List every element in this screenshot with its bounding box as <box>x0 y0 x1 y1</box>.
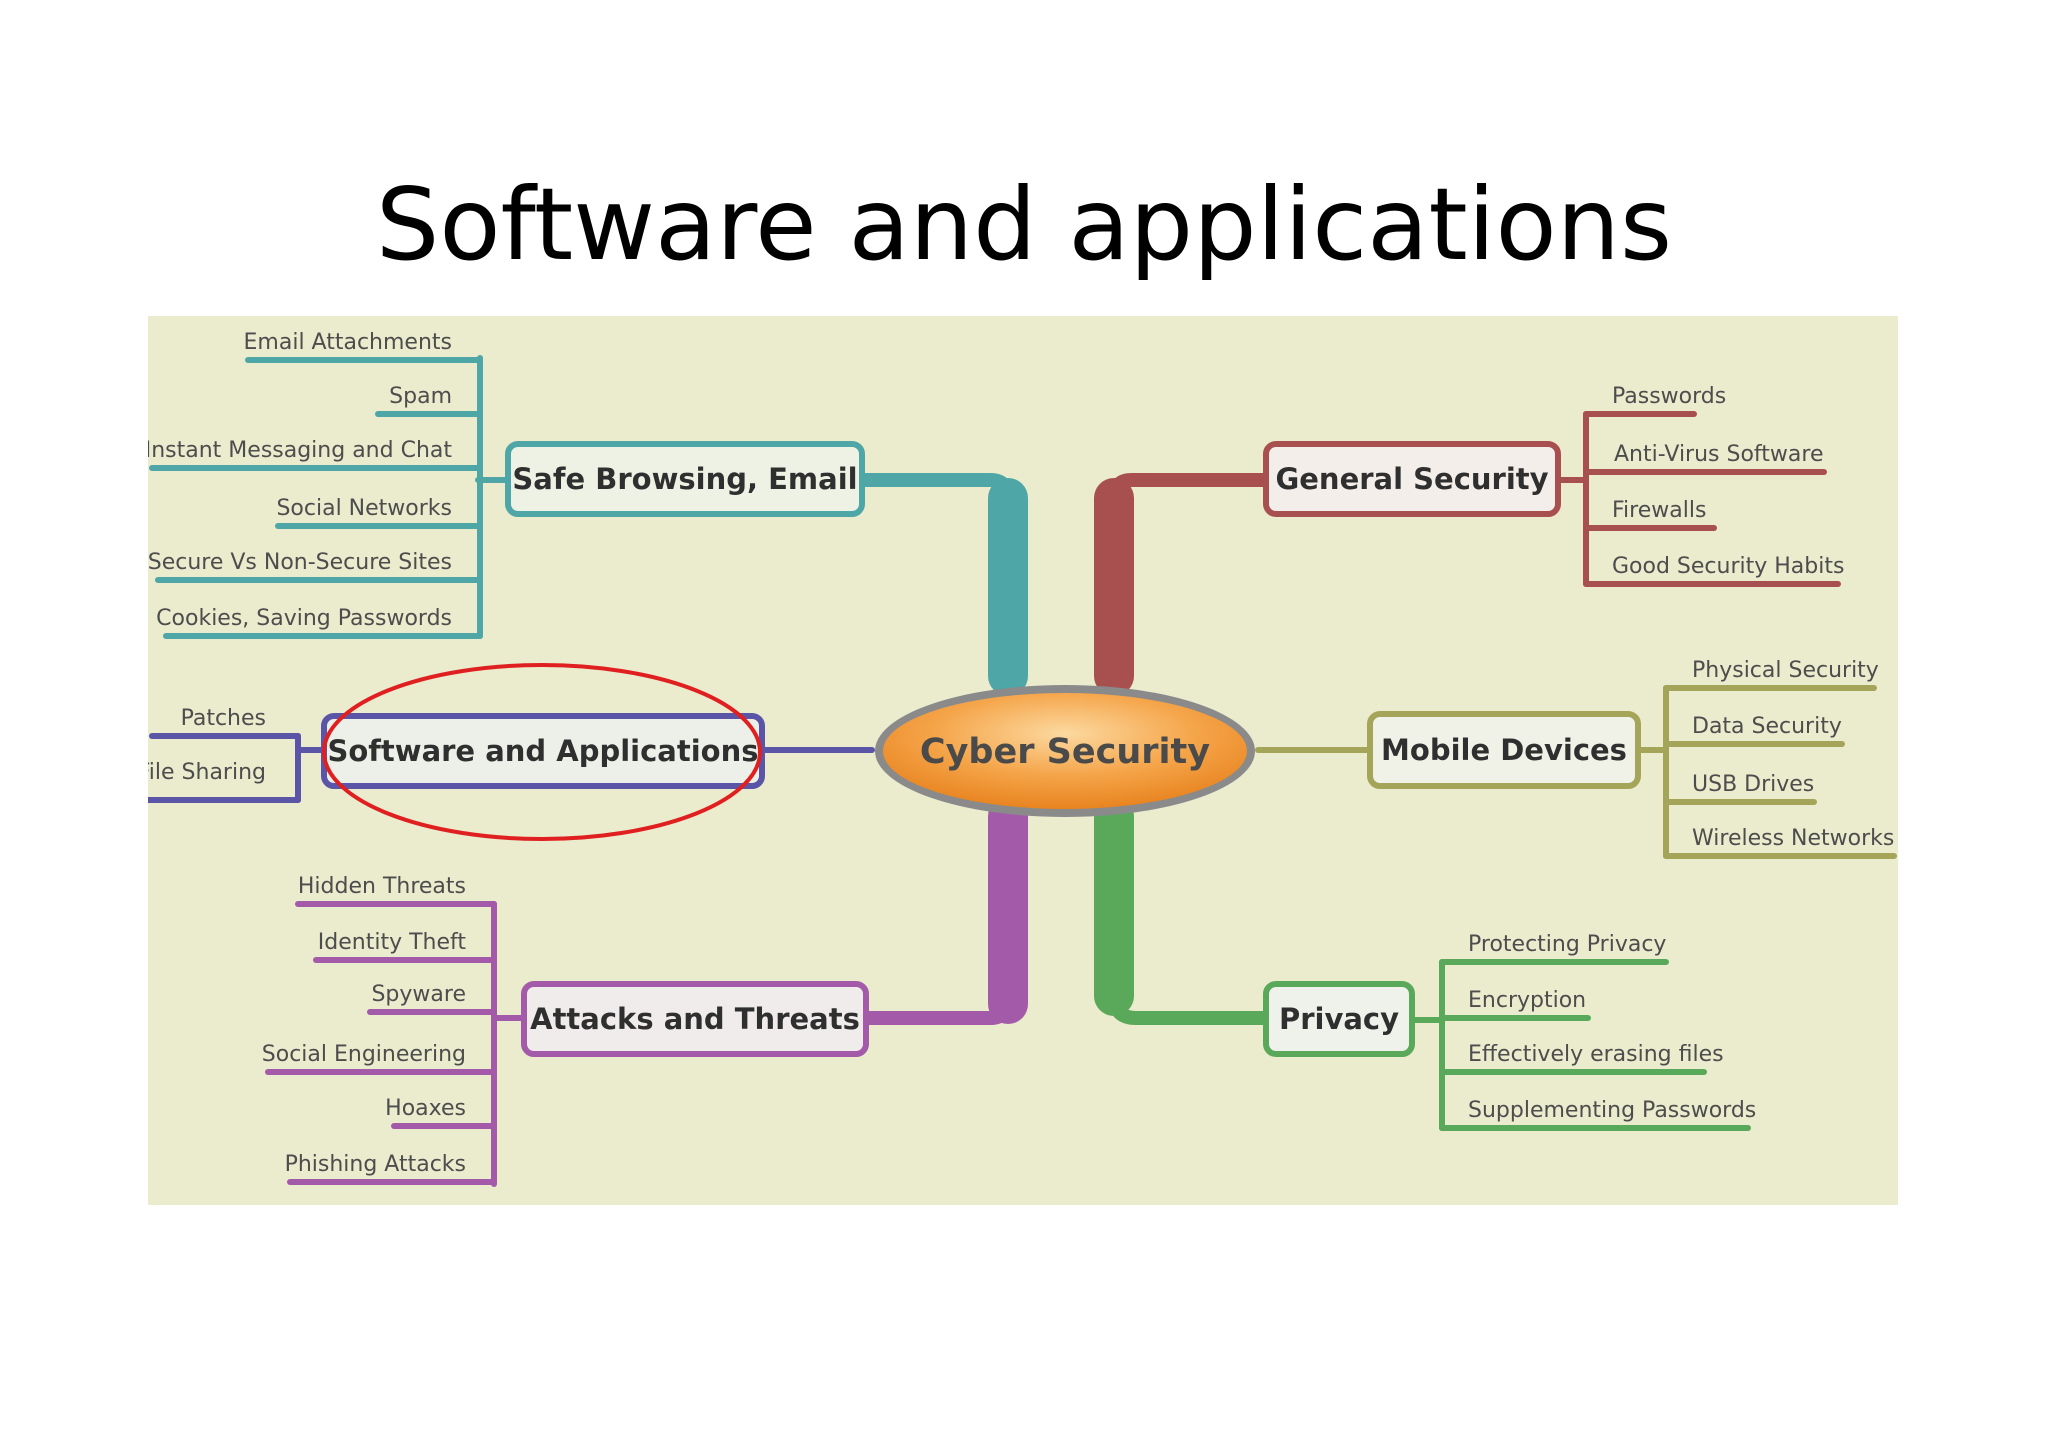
node-attacks-threats: Attacks and Threats <box>521 981 869 1057</box>
leaf-social-engineering: Social Engineering <box>262 1042 466 1067</box>
software-leaf-lines <box>148 733 327 803</box>
node-software-applications-label: Software and Applications <box>327 734 758 768</box>
leaf-email-attachments: Email Attachments <box>244 330 452 355</box>
safe-browsing-leaf-lines <box>149 355 511 639</box>
mobile-leaf-lines <box>1635 685 1897 859</box>
node-general-security: General Security <box>1263 441 1561 517</box>
leaf-patches: Patches <box>181 706 266 731</box>
center-node-label: Cyber Security <box>920 732 1210 772</box>
leaf-effectively-erasing: Effectively erasing files <box>1468 1042 1724 1067</box>
leaf-data-security: Data Security <box>1692 714 1842 739</box>
leaf-instant-messaging: Instant Messaging and Chat <box>148 438 452 463</box>
leaf-spam: Spam <box>389 384 452 409</box>
node-privacy-label: Privacy <box>1279 1002 1399 1036</box>
trunk-general-security <box>1107 473 1273 505</box>
leaf-phishing-attacks: Phishing Attacks <box>285 1152 466 1177</box>
leaf-identity-theft: Identity Theft <box>318 930 467 955</box>
leaf-firewalls: Firewalls <box>1612 498 1706 523</box>
leaf-social-networks: Social Networks <box>276 496 452 521</box>
node-software-applications: Software and Applications <box>321 713 765 789</box>
node-mobile-devices: Mobile Devices <box>1367 711 1641 789</box>
general-security-leaf-lines <box>1555 411 1841 587</box>
node-safe-browsing: Safe Browsing, Email <box>505 441 865 517</box>
node-mobile-devices-label: Mobile Devices <box>1381 733 1627 767</box>
leaf-wireless-networks: Wireless Networks <box>1692 826 1894 851</box>
leaf-good-security-habits: Good Security Habits <box>1612 554 1844 579</box>
leaf-encryption: Encryption <box>1468 988 1586 1013</box>
center-node: Cyber Security <box>875 685 1255 817</box>
leaf-protecting-privacy: Protecting Privacy <box>1468 932 1666 957</box>
leaf-physical-security: Physical Security <box>1692 658 1879 683</box>
attacks-leaf-lines <box>265 901 527 1187</box>
leaf-usb-drives: USB Drives <box>1692 772 1814 797</box>
mind-map-svg: Safe Browsing, Email Software and Applic… <box>148 316 1898 1205</box>
leaf-secure-sites: Secure Vs Non-Secure Sites <box>148 550 452 575</box>
leaf-spyware: Spyware <box>371 982 466 1007</box>
leaf-anti-virus: Anti-Virus Software <box>1614 442 1823 467</box>
node-safe-browsing-label: Safe Browsing, Email <box>512 462 857 496</box>
node-privacy: Privacy <box>1263 981 1415 1057</box>
center-node-fill <box>883 693 1247 809</box>
leaf-supplementing-passwords: Supplementing Passwords <box>1468 1098 1756 1123</box>
leaf-file-sharing: File Sharing <box>148 760 266 785</box>
leaf-hoaxes: Hoaxes <box>385 1096 466 1121</box>
trunk-attacks <box>859 993 1015 1025</box>
node-general-security-label: General Security <box>1275 462 1548 496</box>
trunk-privacy <box>1107 989 1273 1025</box>
leaf-cookies-passwords: Cookies, Saving Passwords <box>156 606 452 631</box>
privacy-leaf-lines <box>1409 959 1751 1131</box>
leaf-hidden-threats: Hidden Threats <box>298 874 466 899</box>
highlight-circle <box>322 663 762 841</box>
node-attacks-threats-label: Attacks and Threats <box>530 1002 860 1036</box>
leaf-passwords: Passwords <box>1612 384 1726 409</box>
mind-map-image: Safe Browsing, Email Software and Applic… <box>148 316 1898 1205</box>
slide-title: Software and applications <box>375 166 1673 283</box>
